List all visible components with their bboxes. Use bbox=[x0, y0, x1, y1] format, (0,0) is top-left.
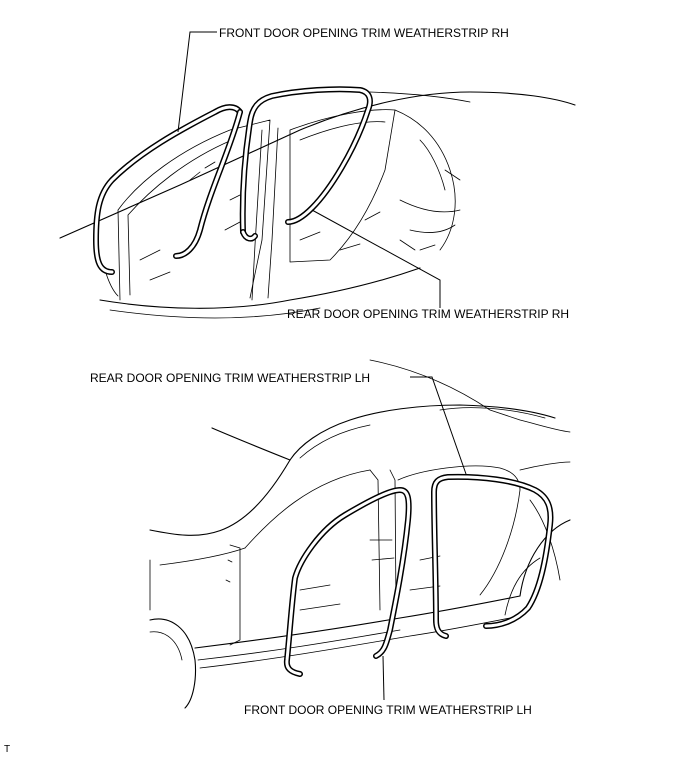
lh-body-illustration bbox=[149, 359, 571, 709]
corner-mark: T bbox=[4, 744, 10, 755]
front-door-strip-lh-label: FRONT DOOR OPENING TRIM WEATHERSTRIP LH bbox=[244, 703, 532, 717]
rear-weatherstrip-rh bbox=[239, 86, 373, 242]
front-door-strip-rh-label: FRONT DOOR OPENING TRIM WEATHERSTRIP RH bbox=[219, 26, 509, 40]
front-weatherstrip-lh bbox=[283, 487, 412, 677]
rear-rh-callout: REAR DOOR OPENING TRIM WEATHERSTRIP RH bbox=[287, 209, 569, 321]
rear-lh-callout: REAR DOOR OPENING TRIM WEATHERSTRIP LH bbox=[90, 371, 467, 475]
front-weatherstrip-rh bbox=[93, 104, 243, 275]
front-lh-callout: FRONT DOOR OPENING TRIM WEATHERSTRIP LH bbox=[244, 655, 532, 717]
rear-weatherstrip-lh bbox=[431, 473, 554, 639]
rh-body-illustration bbox=[59, 91, 576, 319]
rear-door-strip-lh-label: REAR DOOR OPENING TRIM WEATHERSTRIP LH bbox=[90, 371, 370, 385]
rear-door-strip-rh-label: REAR DOOR OPENING TRIM WEATHERSTRIP RH bbox=[287, 307, 569, 321]
front-rh-callout: FRONT DOOR OPENING TRIM WEATHERSTRIP RH bbox=[177, 26, 509, 133]
